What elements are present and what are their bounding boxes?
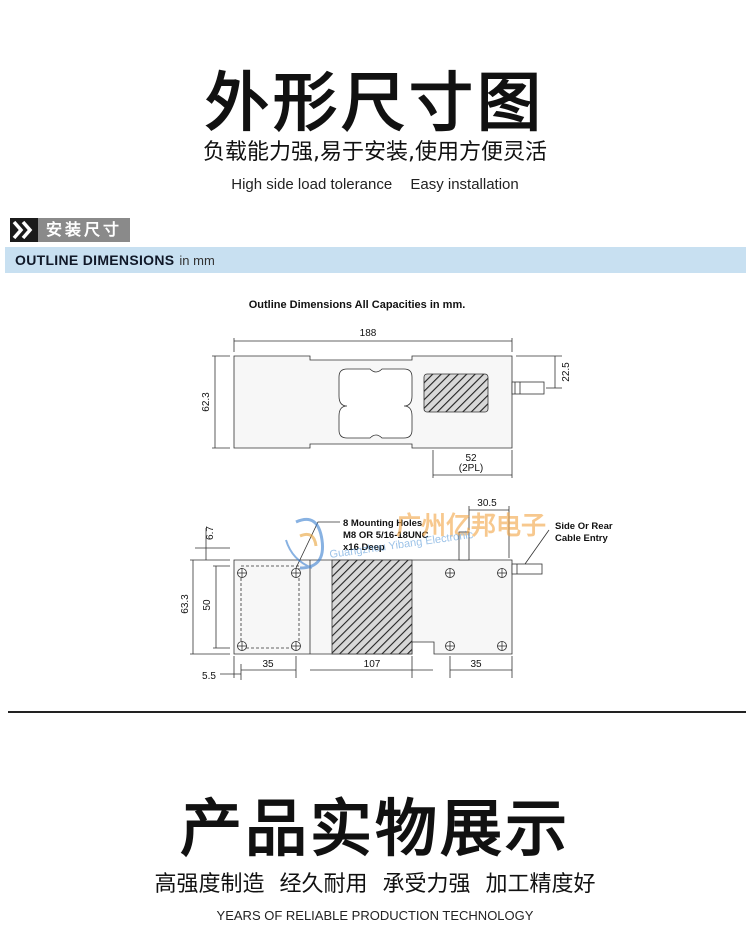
watermark-logo-icon xyxy=(285,517,325,570)
subtitle-cn-item: 承受力强 xyxy=(382,872,471,897)
section-title-outline: 外形尺寸图 xyxy=(205,67,545,141)
dim-6-7: 6.7 xyxy=(205,526,216,540)
section2-subtitle-en: YEARS OF RELIABLE PRODUCTION TECHNOLOGY xyxy=(216,908,534,923)
outline-dimension-drawing: Outline Dimensions All Capacities in mm.… xyxy=(180,299,613,682)
dim-5-5: 5.5 xyxy=(202,671,216,682)
dim-62-3: 62.3 xyxy=(201,392,212,412)
subtitle-cn-item: 经久耐用 xyxy=(279,872,368,897)
dim-63-3: 63.3 xyxy=(180,594,191,614)
mounting-holes xyxy=(237,568,507,651)
badge-label: 安装尺寸 xyxy=(38,218,131,242)
section2-subtitle-cn: 高强度制造 经久耐用 承受力强 加工精度好 xyxy=(0,866,750,898)
band-unit: in mm xyxy=(179,252,215,268)
subtitle-en-item: Easy installation xyxy=(410,176,519,193)
dim-35-left: 35 xyxy=(262,659,274,670)
holes-note-line1: 8 Mounting Holes xyxy=(343,518,422,529)
watermark: 广州亿邦电子 Guangzhou Yibang Electronic xyxy=(285,511,546,570)
dim-188: 188 xyxy=(360,328,377,339)
dim-2pl: (2PL) xyxy=(459,463,483,474)
cable-note-line2: Cable Entry xyxy=(555,533,609,544)
dim-52: 52 xyxy=(465,453,477,464)
side-view xyxy=(190,506,550,680)
top-view xyxy=(212,338,562,478)
watermark-cn: 广州亿邦电子 xyxy=(396,511,546,540)
subtitle-en-item: High side load tolerance xyxy=(231,176,393,193)
outline-dimensions-band: OUTLINE DIMENSIONS in mm xyxy=(5,247,746,273)
drawing-caption: Outline Dimensions All Capacities in mm. xyxy=(249,299,466,311)
dim-35-right: 35 xyxy=(470,659,482,670)
dim-50: 50 xyxy=(202,599,213,611)
dim-107: 107 xyxy=(364,659,381,670)
double-chevron-icon xyxy=(10,218,38,242)
section-subtitle-cn: 负载能力强,易于安装,使用方便灵活 xyxy=(203,140,547,165)
section-divider xyxy=(8,711,746,713)
band-title: OUTLINE DIMENSIONS xyxy=(15,252,175,268)
dim-22-5: 22.5 xyxy=(561,362,572,382)
section-subtitle-en: High side load tolerance Easy installati… xyxy=(0,176,750,193)
subtitle-cn-item: 加工精度好 xyxy=(485,872,596,897)
section-title-product: 产品实物展示 xyxy=(179,792,570,865)
holes-note-line2: M8 OR 5/16-18UNC xyxy=(343,530,429,541)
install-size-badge: 安装尺寸 xyxy=(10,218,131,242)
holes-note-line3: x16 Deep xyxy=(343,542,385,553)
cable-note-line1: Side Or Rear xyxy=(555,521,613,532)
dim-30-5: 30.5 xyxy=(477,498,497,509)
subtitle-cn-item: 高强度制造 xyxy=(154,872,265,897)
